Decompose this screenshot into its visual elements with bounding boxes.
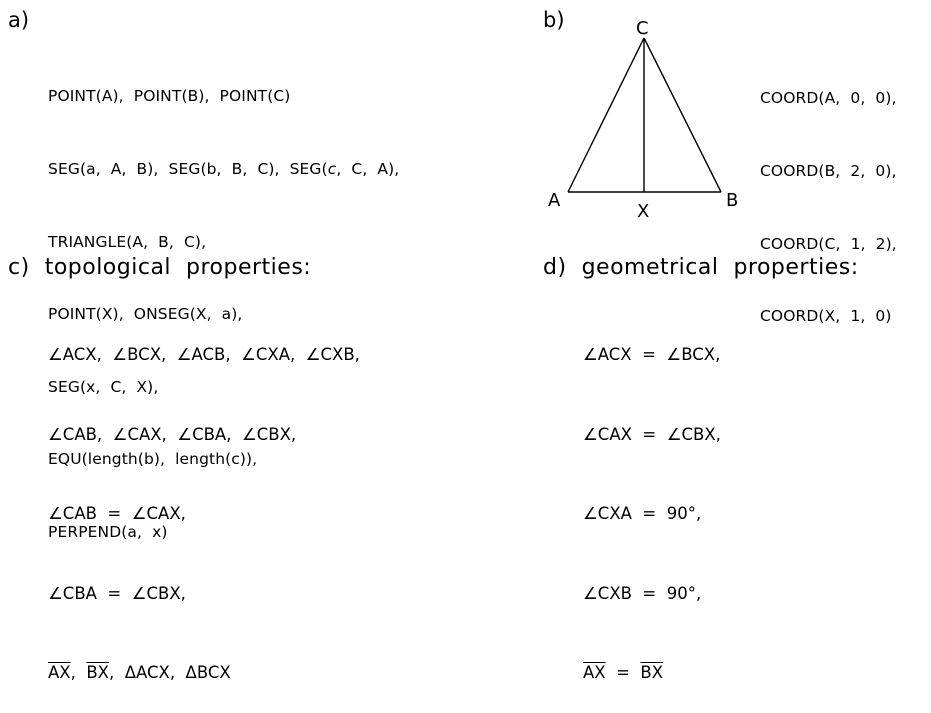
code-line-1: POINT(A), POINT(B), POINT(C)	[48, 87, 291, 106]
code-line-5: SEG(x, C, X),	[48, 377, 159, 396]
panel-d-properties: ∠ACX = ∠BCX, ∠CAX = ∠CBX, ∠CXA = 90°, ∠C…	[583, 289, 721, 713]
panel-c-title: topological properties:	[44, 255, 312, 280]
code-line-4: POINT(X), ONSEG(X, a),	[48, 305, 243, 324]
segment-b	[643, 37, 722, 193]
geom-line-1: ∠ACX = ∠BCX,	[583, 345, 721, 364]
segment-c	[567, 37, 645, 193]
vertex-label-a: A	[548, 190, 561, 211]
geom-line-4: ∠CXB = 90°,	[583, 583, 702, 603]
topo-line-4: ∠CBA = ∠CBX,	[48, 583, 186, 603]
vertex-label-x: X	[637, 201, 649, 222]
segment-ax-symbol: AX	[48, 663, 71, 682]
panel-c-heading: c) topological properties:	[8, 257, 311, 279]
geom-equals: =	[605, 663, 641, 682]
topo-line-5: AX, BX, ΔACX, ΔBCX	[48, 660, 360, 687]
segment-ax-symbol: AX	[583, 663, 606, 682]
panel-d-label: d)	[543, 255, 567, 280]
code-line-2: SEG(a, A, B), SEG(b, B, C), SEG(c, C, A)…	[48, 157, 399, 181]
code-line-2-italic: c	[327, 160, 337, 179]
panel-d-heading: d) geometrical properties:	[543, 257, 859, 279]
vertex-label-b: B	[726, 190, 738, 211]
code-line-2-head: SEG(a, A, B), SEG(b, B, C), SEG(	[48, 160, 328, 179]
triangle-diagram: C A B X	[548, 18, 738, 222]
segment-bx-symbol: BX	[86, 663, 109, 682]
geom-line-5: AX = BX	[583, 660, 721, 687]
panel-d-title: geometrical properties:	[581, 255, 859, 280]
segment-bx-symbol: BX	[640, 663, 664, 682]
code-line-2-tail: , C, A),	[336, 160, 400, 179]
coord-line-a: COORD(A, 0, 0),	[760, 89, 897, 108]
geom-line-3: ∠CXA = 90°,	[583, 504, 702, 523]
topo-sep: ,	[70, 663, 87, 682]
coord-line-x: COORD(X, 1, 0)	[760, 307, 892, 326]
topo-line-1: ∠ACX, ∠BCX, ∠ACB, ∠CXA, ∠CXB,	[48, 345, 360, 364]
panel-b-label: b)	[543, 8, 565, 32]
topo-triangles: , ΔACX, ΔBCX	[108, 663, 231, 682]
geom-line-2: ∠CAX = ∠CBX,	[583, 424, 721, 444]
coord-line-b: COORD(B, 2, 0),	[760, 162, 897, 181]
panel-a-label: a)	[8, 8, 30, 32]
code-line-3: TRIANGLE(A, B, C),	[48, 232, 207, 251]
panel-c-label: c)	[8, 255, 30, 280]
topo-line-2: ∠CAB, ∠CAX, ∠CBA, ∠CBX,	[48, 424, 297, 444]
panel-c-properties: ∠ACX, ∠BCX, ∠ACB, ∠CXA, ∠CXB, ∠CAB, ∠CAX…	[48, 289, 360, 713]
panel-b-coords: COORD(A, 0, 0), COORD(B, 2, 0), COORD(C,…	[760, 38, 897, 353]
coord-line-c: COORD(C, 1, 2),	[760, 234, 897, 253]
vertex-label-c: C	[636, 18, 649, 39]
topo-line-3: ∠CAB = ∠CAX,	[48, 504, 186, 523]
